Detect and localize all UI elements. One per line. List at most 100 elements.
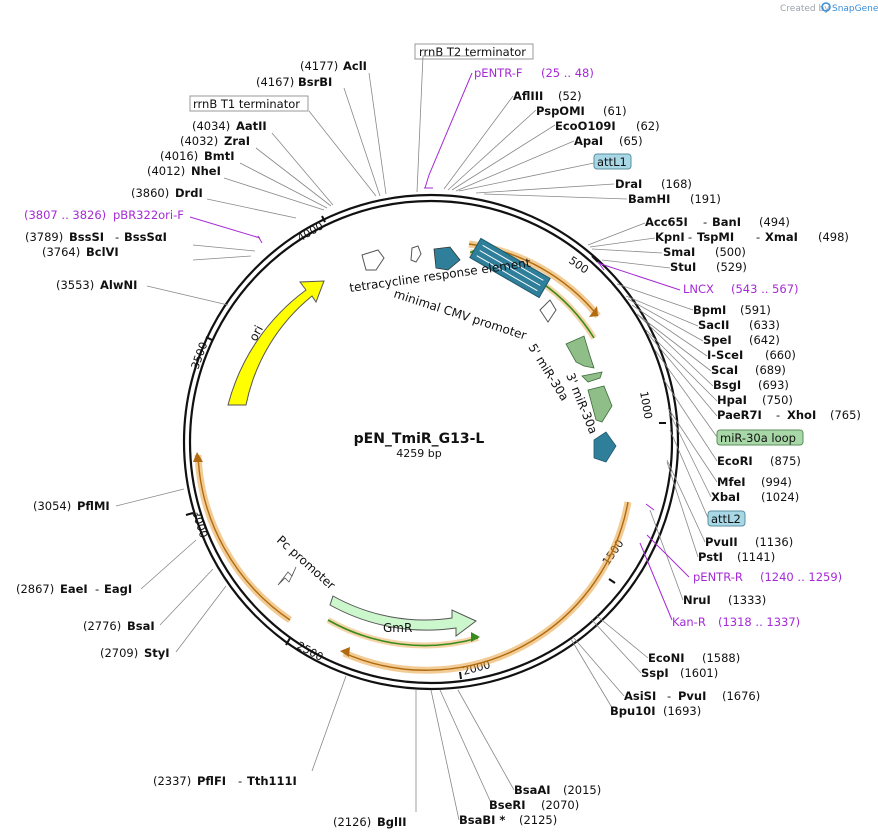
site-pos-i-scei: (660) — [765, 348, 796, 362]
tick-label-2500: 2500 — [295, 639, 326, 664]
site-name-bamhi: BamHI — [628, 192, 670, 206]
orf-arc-4-head — [471, 632, 480, 642]
site-name-xhoi: XhoI — [787, 408, 816, 422]
primer-kan-r-name: Kan-R — [672, 615, 706, 629]
site-name-eagi: EagI — [104, 582, 132, 596]
cmv-label: minimal CMV promoter — [392, 287, 528, 343]
primer-lncx-range: (543 .. 567) — [731, 282, 799, 296]
site-name-styi: StyI — [144, 646, 170, 660]
site-name-bsaai: BsaAI — [514, 783, 551, 797]
site-name-hpai: HpaI — [717, 393, 747, 407]
site-name-kpni: KpnI — [655, 230, 685, 244]
site-pos-xbai: (1024) — [761, 490, 799, 504]
site-pos-drai: (168) — [661, 177, 692, 191]
primer-pbr322-range: (3807 .. 3826) — [24, 208, 106, 222]
site-name-i-scei: I-SceI — [707, 348, 743, 362]
mir30a-arrow — [587, 385, 613, 423]
backbone-inner — [188, 199, 674, 685]
site-pos-bglii: (2126) — [333, 815, 371, 829]
mir5-label: 5' miR-30a — [525, 341, 571, 403]
site-pos-afliii: (52) — [558, 89, 582, 103]
ori-label: ori — [246, 323, 266, 343]
site-name-acc65i: Acc65I — [645, 215, 688, 229]
site-pos-psti: (1141) — [737, 550, 775, 564]
site-name-afliii: AflIII — [513, 89, 543, 103]
primer-leaders — [189, 72, 690, 621]
site-pos-alwni: (3553) — [56, 278, 94, 292]
site-name-bsai: BsaI — [127, 619, 155, 633]
site-pos-scai: (689) — [755, 363, 786, 377]
attl2-label: attL2 — [711, 512, 741, 526]
primer-labels: pENTR-F (25 .. 48) LNCX (543 .. 567) pEN… — [24, 66, 842, 629]
site-name-xbai: XbaI — [711, 490, 740, 504]
site-pos-econi: (1588) — [702, 651, 740, 665]
site-name-bpu10i: Bpu10I — [610, 704, 655, 718]
primer-pentr-f-range: (25 .. 48) — [541, 66, 594, 80]
svg-text:-: - — [238, 774, 242, 788]
site-pos-pflmi: (3054) — [33, 499, 71, 513]
site-name-bsrbi: BsrBI — [298, 75, 332, 89]
tick-label-1000: 1000 — [637, 390, 655, 420]
site-name-drdi: DrdI — [175, 186, 203, 200]
site-name-aatii: AatII — [236, 119, 267, 133]
site-name-bclvi: BclVI — [86, 245, 119, 259]
site-pos-sacii: (633) — [749, 318, 780, 332]
site-pos-sspi: (1601) — [680, 666, 718, 680]
gmr-arrow — [329, 595, 477, 637]
site-pos-bpmi: (591) — [740, 303, 771, 317]
leader-lines — [115, 55, 718, 821]
site-pos-bpu10i: (1693) — [663, 704, 701, 718]
site-pos-bsabi: (2125) — [519, 813, 557, 827]
site-pos-paer7i: (765) — [830, 408, 861, 422]
site-name-paer7i: PaeR7I — [717, 408, 762, 422]
mir3-arrow — [581, 371, 603, 383]
site-name-scai: ScaI — [711, 363, 738, 377]
site-pos-bclvi: (3764) — [42, 245, 80, 259]
brand-text: SnapGene — [832, 4, 878, 14]
site-name-stui: StuI — [670, 260, 696, 274]
site-pos-kpni: (498) — [818, 230, 849, 244]
attl1-box — [593, 153, 632, 170]
site-name-acli: AclI — [343, 59, 367, 73]
tick-1500 — [608, 578, 616, 584]
site-name-bpmi: BpmI — [693, 303, 726, 317]
site-name-smai: SmaI — [663, 245, 695, 259]
tick-label-4000: 4000 — [295, 219, 326, 244]
primer-pbr322-name: pBR322ori-F — [113, 208, 184, 222]
site-name-bsgi: BsgI — [713, 378, 741, 392]
site-name-alwni: AlwNI — [100, 278, 137, 292]
site-labels-right: AflIII (52) PspOMI (61) EcoO109I (62) Ap… — [459, 89, 861, 827]
rrnb-t2-box — [414, 43, 534, 60]
site-name-bseri: BseRI — [489, 798, 526, 812]
site-name-zrai: ZraI — [224, 134, 250, 148]
site-name-apai: ApaI — [574, 134, 603, 148]
teal-feature-1 — [433, 246, 461, 271]
rrnb-t2-label: rrnB T2 terminator — [419, 45, 526, 59]
svg-text:-: - — [95, 582, 99, 596]
site-name-tspmi: TspMI — [697, 230, 734, 244]
rrnb-t1-arrow — [361, 249, 385, 271]
site-pos-hpai: (750) — [762, 393, 793, 407]
orf-arc-3-head — [340, 647, 350, 657]
site-name-pflfi: PflFI — [197, 774, 226, 788]
site-name-bglii: BglII — [377, 815, 407, 829]
svg-text:-: - — [115, 230, 119, 244]
tick-4000 — [321, 215, 326, 223]
site-pos-acc65i: (494) — [759, 215, 790, 229]
site-name-ecoo109i: EcoO109I — [555, 119, 616, 133]
orf-arc-5-head — [193, 452, 203, 462]
site-pos-stui: (529) — [716, 260, 747, 274]
site-pos-nhei: (4012) — [147, 164, 185, 178]
teal-feature-2 — [593, 431, 617, 463]
site-name-sspi: SspI — [641, 666, 669, 680]
site-name-pspomi: PspOMI — [536, 104, 585, 118]
site-name-nhei: NheI — [191, 164, 221, 178]
site-name-xmai: XmaI — [765, 230, 798, 244]
site-pos-asisi: (1676) — [722, 689, 760, 703]
site-name-bsssai: BssSαI — [124, 230, 167, 244]
snapgene-logo-icon — [821, 2, 831, 12]
pc-promoter-label: Pc promoter — [274, 533, 338, 593]
site-pos-styi: (2709) — [100, 646, 138, 660]
